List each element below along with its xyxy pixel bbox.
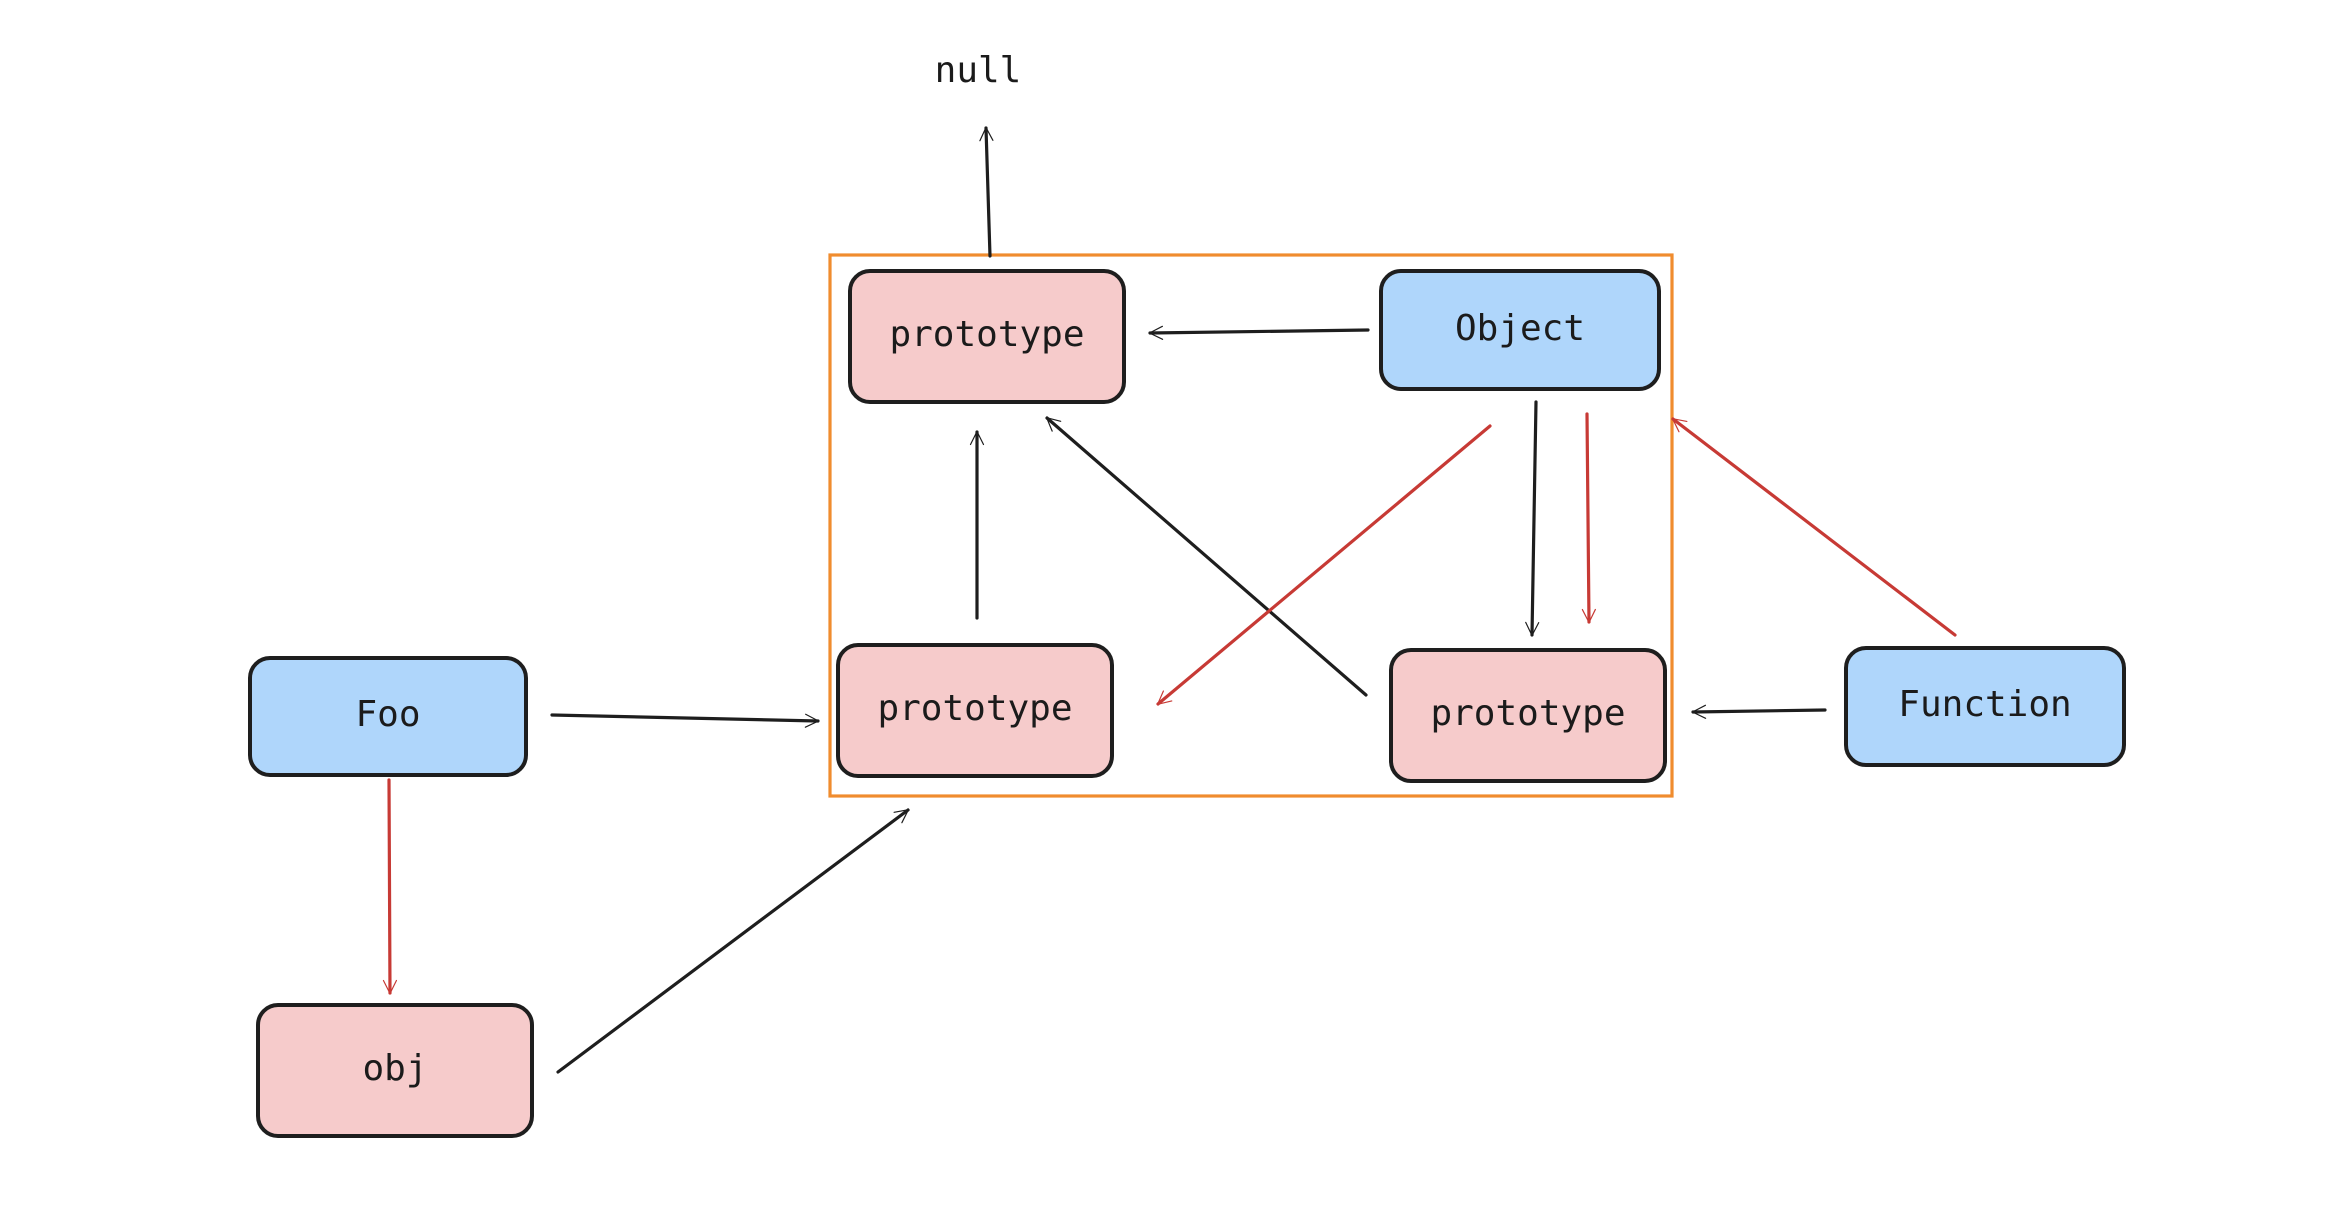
node-obj[interactable]: obj	[256, 1003, 534, 1138]
node-function-prototype[interactable]: prototype	[1389, 648, 1667, 783]
arrow-object-to-function-prototype	[1525, 400, 1540, 637]
arrow-function-to-function-prototype	[1691, 704, 1827, 719]
node-object-prototype[interactable]: prototype	[848, 269, 1126, 404]
arrow-obj-to-foo-prototype	[556, 808, 910, 1074]
node-object-label: Object	[1455, 308, 1585, 349]
null-label: null	[935, 50, 1022, 91]
node-foo-prototype-label: prototype	[877, 688, 1072, 729]
node-function[interactable]: Function	[1844, 646, 2126, 767]
red-arrow-object-to-function-prototype	[1581, 412, 1596, 624]
red-arrow-object-to-foo-prototype	[1156, 424, 1492, 706]
arrow-object-prototype-to-null	[979, 126, 994, 258]
red-arrow-function-to-group	[1671, 417, 1957, 637]
node-foo-prototype[interactable]: prototype	[836, 643, 1114, 778]
arrow-function-prototype-to-object-prototype	[1045, 416, 1368, 697]
node-function-label: Function	[1898, 684, 2071, 725]
node-obj-label: obj	[362, 1048, 427, 1089]
red-arrow-foo-to-obj	[382, 778, 398, 995]
arrow-foo-to-foo-prototype	[550, 713, 820, 728]
edges-red	[382, 412, 1957, 995]
prototype-group-frame	[828, 253, 1674, 798]
node-foo-label: Foo	[355, 694, 420, 735]
arrow-object-to-object-prototype	[1148, 325, 1370, 340]
node-object[interactable]: Object	[1379, 269, 1661, 391]
node-foo[interactable]: Foo	[248, 656, 528, 777]
node-function-prototype-label: prototype	[1430, 693, 1625, 734]
edges-black	[550, 126, 1827, 1074]
node-object-prototype-label: prototype	[889, 314, 1084, 355]
